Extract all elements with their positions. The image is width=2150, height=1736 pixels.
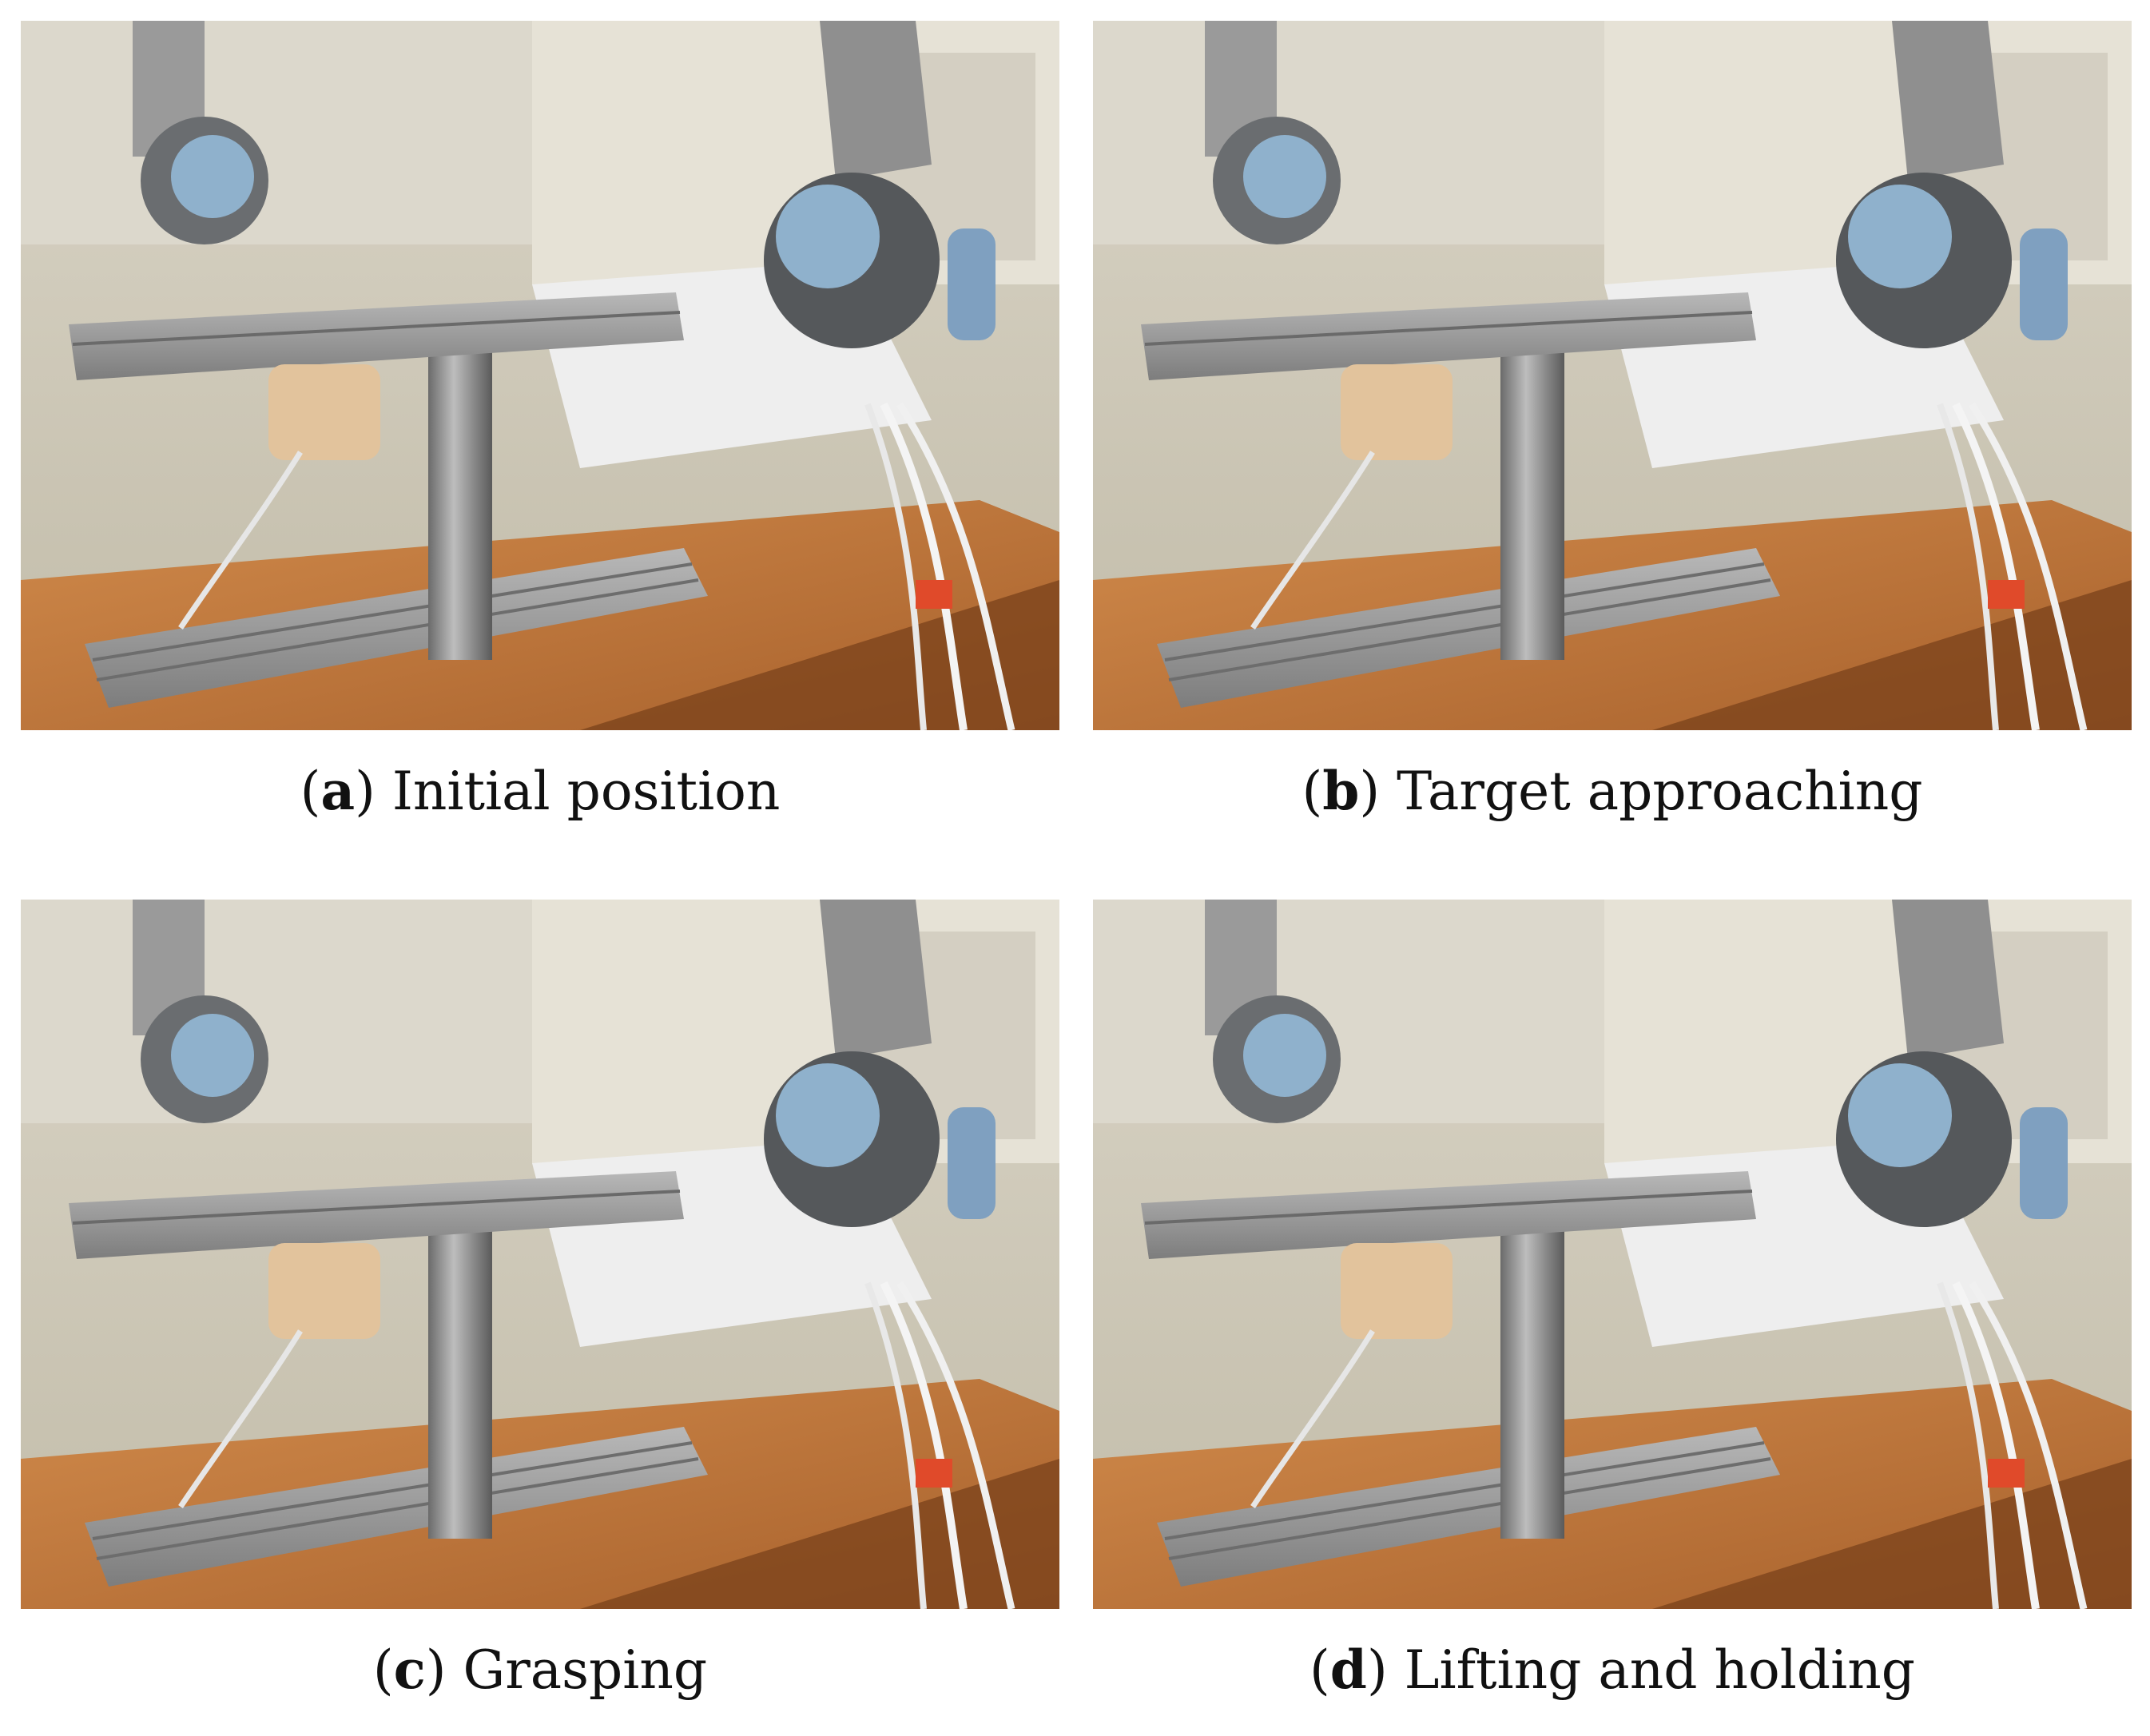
panel-c: (c) Grasping: [21, 900, 1059, 1700]
caption-label: d: [1329, 1639, 1367, 1701]
panel-d: (d) Lifting and holding: [1093, 900, 2132, 1700]
caption-d: (d) Lifting and holding: [1309, 1639, 1915, 1701]
caption-label: c: [393, 1639, 426, 1701]
caption-c: (c) Grasping: [372, 1639, 708, 1701]
caption-label: b: [1322, 760, 1360, 822]
panel-b: (b) Target approaching: [1093, 21, 2132, 821]
caption-text: Grasping: [463, 1639, 708, 1701]
caption-text: Target approaching: [1397, 761, 1923, 822]
caption-a: (a) Initial position: [300, 760, 781, 822]
photo-lifting-and-holding: [1093, 900, 2132, 1609]
panel-a: (a) Initial position: [21, 21, 1059, 821]
caption-text: Lifting and holding: [1404, 1639, 1915, 1701]
photo-initial-position: [21, 21, 1059, 730]
photo-grasping: [21, 900, 1059, 1609]
caption-b: (b) Target approaching: [1302, 760, 1923, 822]
photo-target-approaching: [1093, 21, 2132, 730]
caption-text: Initial position: [391, 761, 781, 822]
caption-label: a: [320, 760, 356, 822]
